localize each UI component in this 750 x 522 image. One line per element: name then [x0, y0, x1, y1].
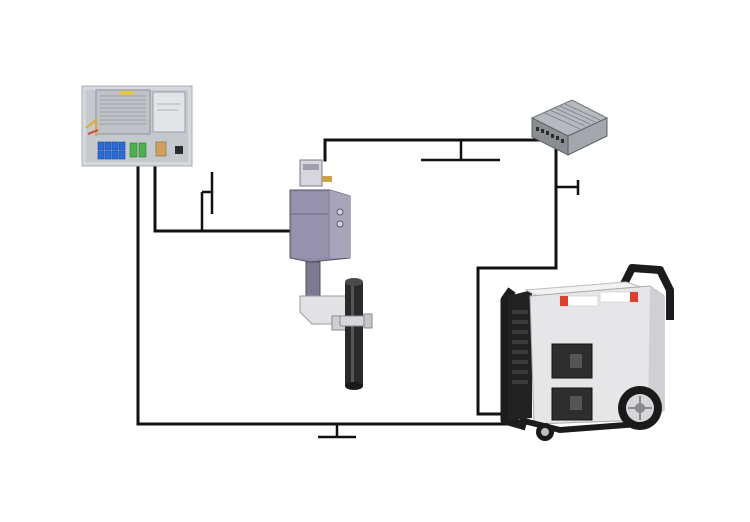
ground-symbol-right — [556, 180, 580, 195]
wire-cabinet-to-generator — [136, 160, 522, 426]
power-supply-icon — [530, 99, 609, 156]
ground-symbols — [200, 140, 580, 439]
wire-head-to-supply — [323, 138, 558, 162]
control-cabinet-icon — [81, 85, 193, 167]
ground-symbol-bottom — [318, 424, 356, 439]
wire-cabinet-to-head — [153, 160, 327, 233]
wire-supply-to-generator — [476, 148, 558, 416]
ground-symbol-left — [200, 172, 214, 231]
ground-symbol-top — [421, 140, 500, 162]
portable-generator-icon — [500, 264, 674, 441]
wires — [136, 138, 558, 426]
shaft-clamp-icon — [339, 278, 373, 390]
